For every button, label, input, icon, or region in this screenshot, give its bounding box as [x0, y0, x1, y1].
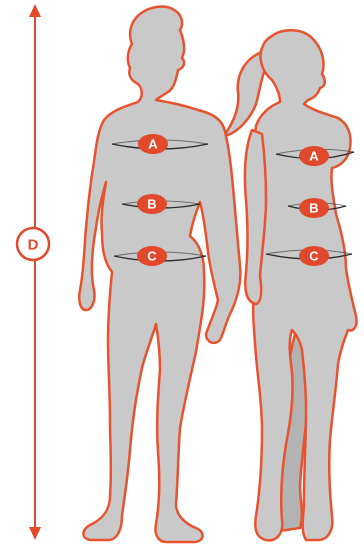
female-chest-badge: A: [299, 146, 329, 166]
male-figure: [79, 7, 240, 542]
male-hip-label: C: [147, 249, 157, 264]
male-hip-badge: C: [137, 246, 167, 266]
female-chest-label: A: [309, 149, 319, 164]
male-body: [79, 7, 240, 542]
female-hip-badge: C: [299, 246, 329, 266]
height-arrow-top-head: [29, 4, 41, 17]
female-hip-label: C: [309, 249, 319, 264]
female-waist-label: B: [309, 201, 318, 216]
height-measure: D: [17, 4, 49, 540]
male-waist-label: B: [147, 197, 156, 212]
female-waist-badge: B: [299, 198, 329, 218]
female-figure: [224, 30, 357, 540]
male-chest-badge: A: [138, 134, 168, 154]
height-arrow-bottom-head: [29, 527, 41, 540]
height-label: D: [28, 237, 39, 254]
male-chest-label: A: [148, 137, 158, 152]
male-waist-badge: B: [137, 194, 167, 214]
